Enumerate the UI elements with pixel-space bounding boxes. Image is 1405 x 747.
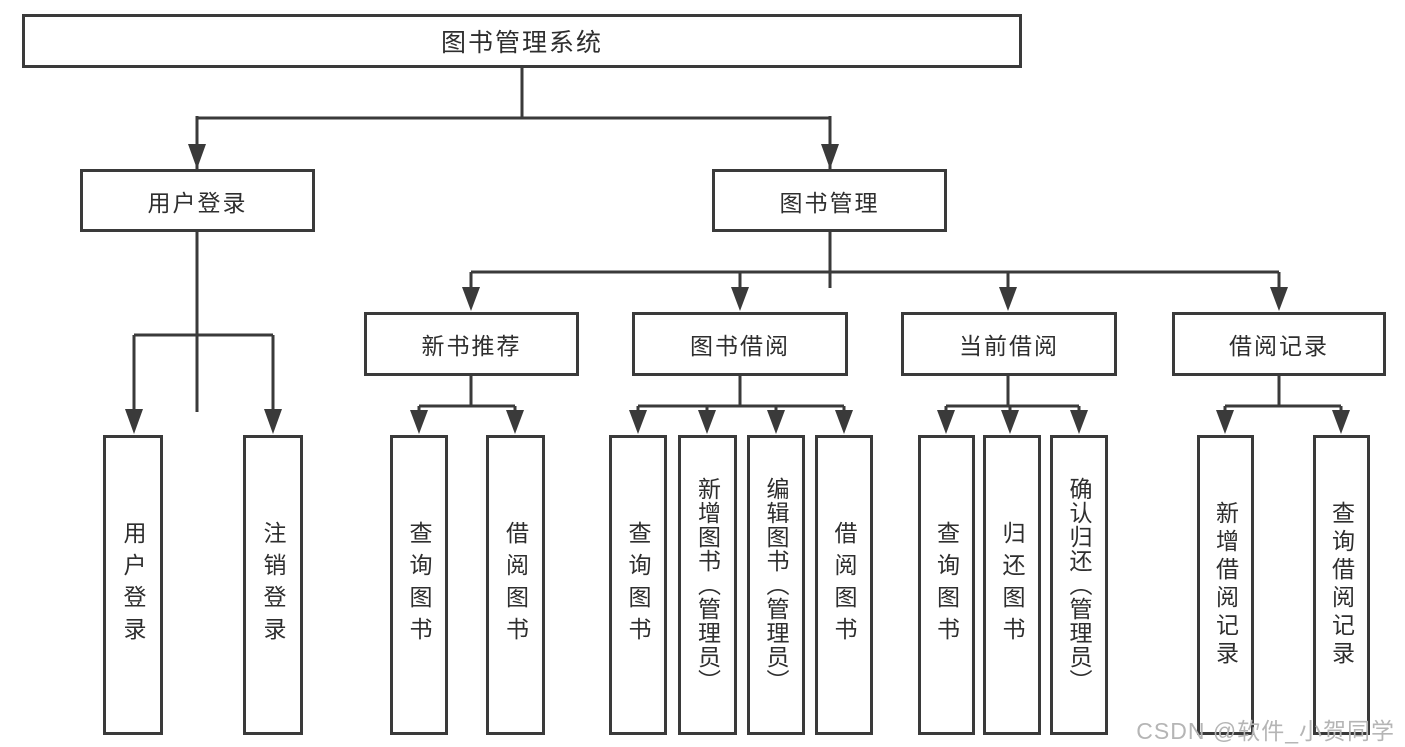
edge-record-to-leaves <box>1223 376 1343 412</box>
edge-mgmt-to-level2 <box>469 232 1281 289</box>
csdn-watermark: CSDN @软件_小贺同学 <box>1136 718 1395 744</box>
arrowhead-icon <box>731 287 749 311</box>
node-system-root: 图书管理系统 <box>22 14 1022 68</box>
edge-root-to-level1-lines <box>195 68 832 146</box>
node-current-borrowing: 当前借阅 <box>901 312 1117 376</box>
arrowhead-icon <box>1070 410 1088 434</box>
arrowhead-icon <box>629 410 647 434</box>
edge-newbook-to-leaves <box>417 376 517 412</box>
arrowhead-icon <box>462 287 480 311</box>
leaf-user-login: 用户登录 <box>103 435 163 735</box>
leaf-confirm-return-admin: 确认归还（管理员） <box>1050 435 1108 735</box>
arrowhead-icon <box>821 144 839 169</box>
node-new-book-recommend: 新书推荐 <box>364 312 579 376</box>
leaf-query-books-borrowing: 查询图书 <box>609 435 667 735</box>
leaf-return-books: 归还图书 <box>983 435 1041 735</box>
arrowhead-icon <box>264 409 282 434</box>
arrowhead-icon <box>835 410 853 434</box>
arrowhead-icon <box>1332 410 1350 434</box>
arrowhead-icon <box>1001 410 1019 434</box>
arrowhead-icon <box>698 410 716 434</box>
leaf-logout-login: 注销登录 <box>243 435 303 735</box>
leaf-query-borrow-record: 查询借阅记录 <box>1313 435 1370 735</box>
arrowhead-icon <box>410 410 428 434</box>
leaf-query-books-recommend: 查询图书 <box>390 435 448 735</box>
leaf-add-books-admin: 新增图书（管理员） <box>678 435 737 735</box>
arrowhead-icon <box>937 410 955 434</box>
arrowhead-icon <box>999 287 1017 311</box>
edge-login-to-leaves <box>132 232 275 412</box>
arrowhead-icon <box>188 144 206 169</box>
leaf-borrow-books-borrowing: 借阅图书 <box>815 435 873 735</box>
arrowhead-icon <box>1216 410 1234 434</box>
leaf-borrow-books-recommend: 借阅图书 <box>486 435 545 735</box>
node-book-borrowing: 图书借阅 <box>632 312 848 376</box>
arrowhead-icon <box>506 410 524 434</box>
arrowhead-icon <box>767 410 785 434</box>
node-borrow-records: 借阅记录 <box>1172 312 1386 376</box>
leaf-add-borrow-record: 新增借阅记录 <box>1197 435 1254 735</box>
leaf-query-books-current: 查询图书 <box>918 435 975 735</box>
arrowhead-icon <box>125 409 143 434</box>
leaf-edit-books-admin: 编辑图书（管理员） <box>747 435 805 735</box>
node-user-login: 用户登录 <box>80 169 315 232</box>
arrowhead-icon <box>1270 287 1288 311</box>
node-book-management: 图书管理 <box>712 169 947 232</box>
arrowheads <box>125 144 1350 434</box>
edge-borrow-to-leaves <box>636 376 846 412</box>
edge-current-to-leaves <box>944 376 1081 412</box>
